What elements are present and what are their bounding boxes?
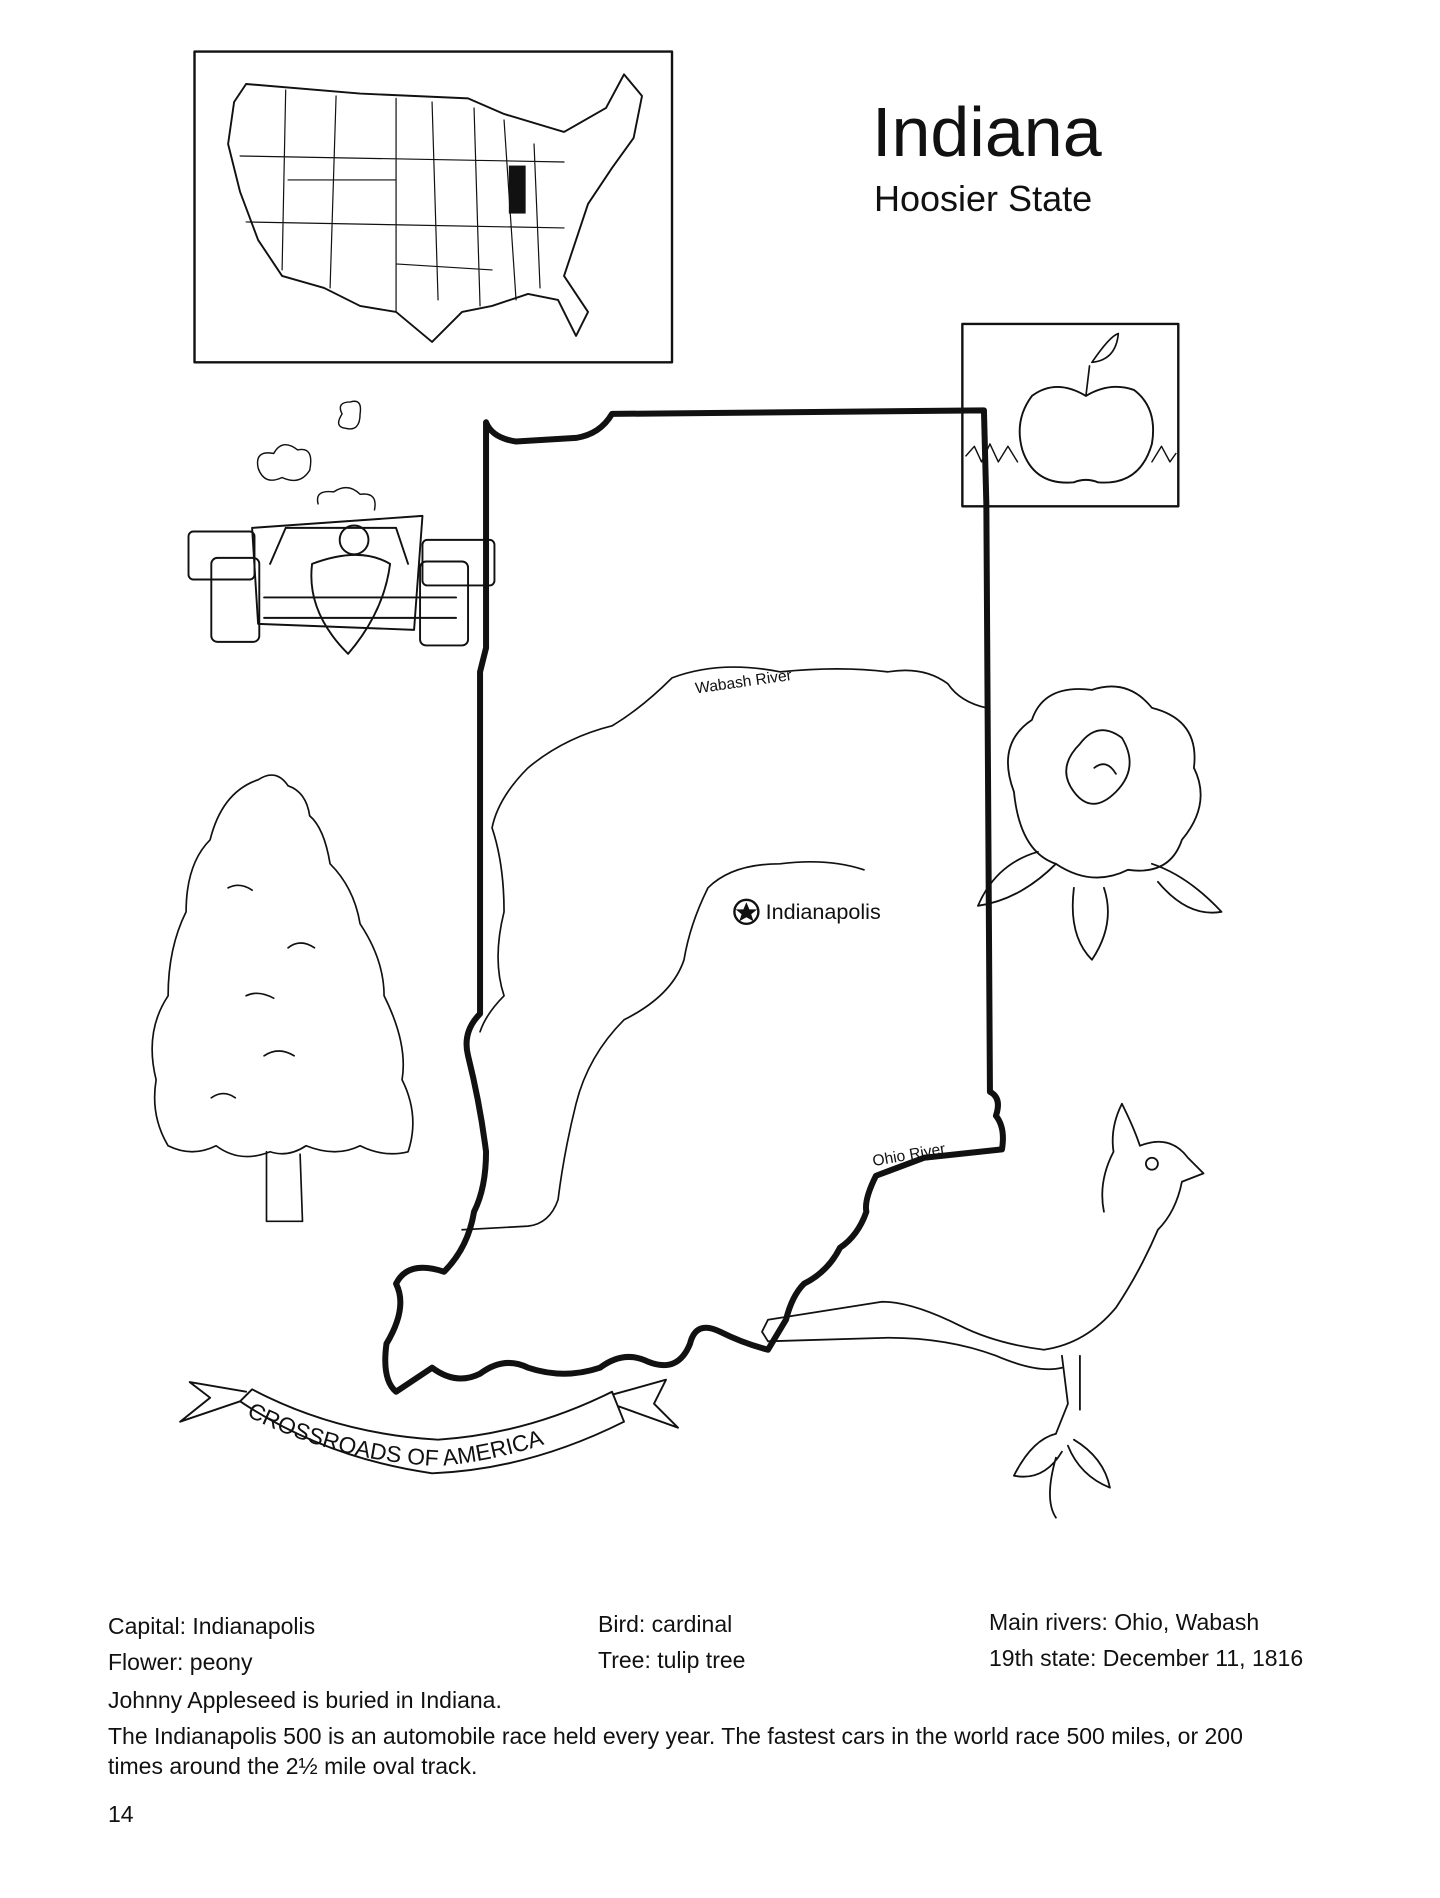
- fact-tree: Tree: tulip tree: [598, 1646, 745, 1674]
- tulip-tree-illustration: [152, 775, 413, 1221]
- svg-text:CROSSROADS OF AMERICA: CROSSROADS OF AMERICA: [244, 1397, 547, 1471]
- fact-indy500-line1: The Indianapolis 500 is an automobile ra…: [108, 1722, 1243, 1750]
- capital-star-icon: [734, 900, 758, 924]
- apple-illustration: [962, 324, 1178, 506]
- indiana-outline: [385, 410, 1003, 1391]
- fact-capital: Capital: Indianapolis: [108, 1612, 315, 1640]
- fact-flower: Flower: peony: [108, 1648, 252, 1676]
- capital-label: Indianapolis: [766, 899, 881, 924]
- cardinal-illustration: [762, 1104, 1204, 1518]
- us-locator-map: [195, 52, 672, 363]
- race-car-illustration: [189, 401, 495, 654]
- page-title: Indiana: [872, 92, 1102, 172]
- fact-bird: Bird: cardinal: [598, 1610, 732, 1638]
- motto-banner: CROSSROADS OF AMERICA: [180, 1380, 678, 1474]
- motto-banner-text: CROSSROADS OF AMERICA: [244, 1397, 547, 1471]
- fact-indy500-line2: times around the 2½ mile oval track.: [108, 1752, 477, 1780]
- state-nickname: Hoosier State: [874, 178, 1092, 220]
- wabash-river: [480, 667, 986, 1032]
- indiana-highlight: [509, 166, 526, 214]
- wabash-river-label: Wabash River: [694, 667, 793, 697]
- peony-illustration: [978, 686, 1222, 959]
- fact-appleseed: Johnny Appleseed is buried in Indiana.: [108, 1686, 502, 1714]
- page-number: 14: [108, 1800, 134, 1828]
- fact-statehood: 19th state: December 11, 1816: [989, 1644, 1303, 1672]
- fact-rivers: Main rivers: Ohio, Wabash: [989, 1608, 1259, 1636]
